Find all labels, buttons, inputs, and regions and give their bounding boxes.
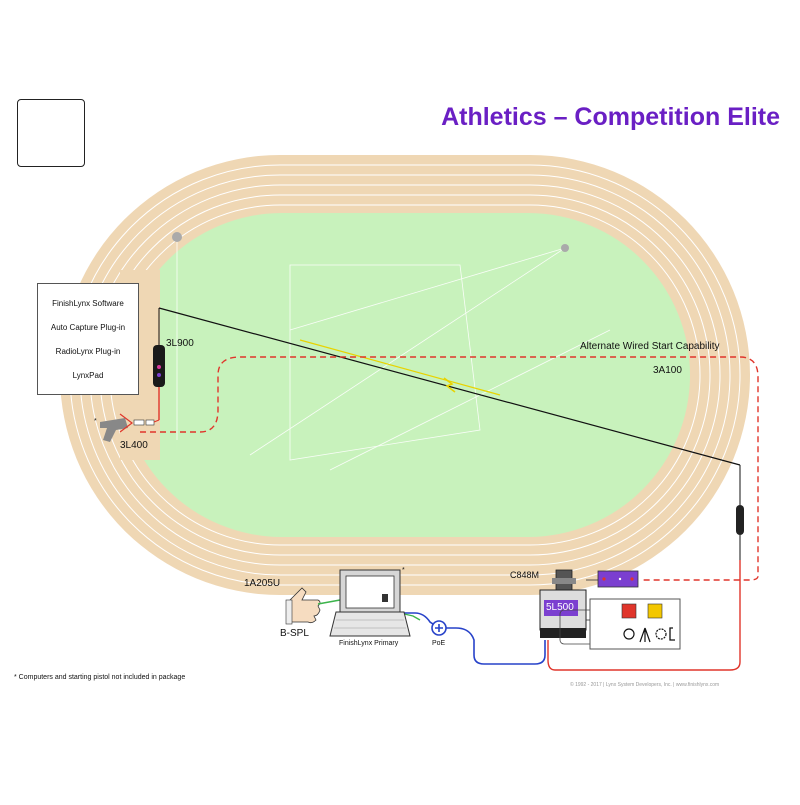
camera-power-cable — [547, 560, 741, 671]
poe-network-cable — [402, 612, 546, 665]
hand-button-icon — [285, 587, 321, 625]
camera-model-label: 5L500 — [546, 602, 574, 613]
button-label-bspl: B-SPL — [280, 628, 309, 639]
button-label-1a205u: 1A205U — [244, 578, 281, 589]
field-event-circle-1 — [172, 232, 182, 242]
alternate-wired-start-cable — [140, 356, 759, 581]
page-title: Athletics – Competition Elite — [441, 103, 780, 131]
laptop-label: FinishLynx Primary — [339, 640, 399, 647]
accessories-box — [589, 598, 681, 650]
camera-icon — [539, 569, 595, 645]
camera-mount-label: C848M — [510, 570, 540, 580]
athletics-logo — [17, 99, 85, 167]
software-item: FinishLynx Software — [52, 299, 124, 308]
lens-controller-icon — [597, 570, 639, 588]
lightning-icon — [443, 377, 456, 393]
software-item: LynxPad — [72, 371, 104, 380]
radio-label-3l900: 3L900 — [166, 338, 194, 349]
software-item: RadioLynx Plug-in — [55, 347, 121, 356]
zoom-icon — [621, 603, 637, 619]
software-item: Auto Capture Plug-in — [50, 323, 126, 332]
start-connector-wire — [153, 419, 160, 423]
tag-icon — [647, 603, 663, 619]
starting-pistol-icon — [100, 413, 155, 442]
alternate-wired-start-label: Alternate Wired Start Capability — [580, 341, 720, 352]
radio-link-highlight — [299, 339, 501, 396]
tripod-icon — [639, 627, 651, 643]
timer-icon — [623, 628, 635, 640]
footnote: * Computers and starting pistol not incl… — [14, 674, 186, 681]
start-label-3l400: 3L400 — [120, 440, 148, 451]
laptop-icon — [329, 569, 411, 637]
receiver-antenna — [736, 505, 744, 535]
gear-icon — [655, 628, 667, 640]
pistol-asterisk: * — [94, 418, 97, 425]
clamp-icon — [669, 627, 675, 641]
button-cable — [317, 599, 341, 605]
laptop-asterisk: * — [402, 567, 405, 574]
field-markings — [176, 237, 611, 471]
field-event-circle-2 — [561, 244, 569, 252]
software-box: FinishLynx Software Auto Capture Plug-in… — [37, 283, 139, 395]
radio-link-line — [158, 307, 741, 466]
copyright: © 1992 - 2017 | Lynx System Developers, … — [570, 682, 720, 688]
cable-label-3a100: 3A100 — [653, 365, 682, 376]
poe-label: PoE — [432, 640, 446, 647]
